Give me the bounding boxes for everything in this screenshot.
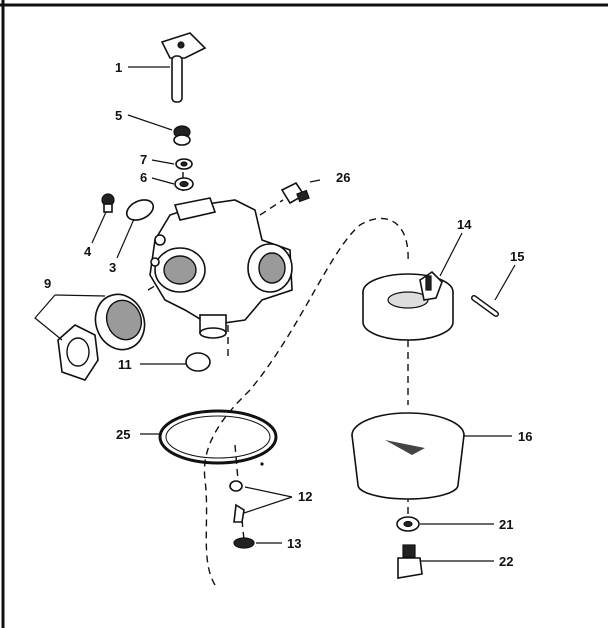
label-part-21: 21 (499, 517, 513, 532)
stray-mark (260, 462, 264, 466)
bowl-gasket-part (158, 409, 278, 465)
part-labels: 1 5 7 6 4 3 9 11 25 12 13 26 14 15 16 21… (44, 60, 532, 569)
label-part-9: 9 (44, 276, 51, 291)
label-part-1: 1 (115, 60, 122, 75)
label-part-12: 12 (298, 489, 312, 504)
bowl-washer-part (396, 516, 420, 532)
label-part-11: 11 (118, 357, 132, 372)
float-part (362, 270, 454, 341)
float-pin-part (471, 295, 499, 317)
label-part-22: 22 (499, 554, 513, 569)
shaft-seal-part (173, 125, 191, 146)
label-part-15: 15 (510, 249, 524, 264)
label-part-26: 26 (336, 170, 350, 185)
float-bowl-part (351, 412, 465, 500)
screw-part (101, 193, 115, 213)
carburetor-body (149, 197, 293, 339)
throttle-shaft-part (160, 32, 207, 103)
label-part-16: 16 (518, 429, 532, 444)
bowl-nut-part (397, 544, 423, 579)
throttle-plate-part (125, 199, 155, 221)
label-part-14: 14 (457, 217, 472, 232)
label-part-4: 4 (84, 244, 92, 259)
main-jet-part (233, 537, 255, 549)
leader-lines (34, 66, 516, 562)
label-part-25: 25 (116, 427, 130, 442)
inlet-seat-part (185, 352, 211, 372)
label-part-5: 5 (115, 108, 122, 123)
label-part-7: 7 (140, 152, 147, 167)
jet-part (229, 480, 245, 523)
washer-part (174, 158, 194, 191)
label-part-3: 3 (109, 260, 116, 275)
label-part-13: 13 (287, 536, 301, 551)
primer-bulb-part (57, 293, 146, 381)
fuel-fitting-part (280, 179, 321, 205)
label-part-6: 6 (140, 170, 147, 185)
